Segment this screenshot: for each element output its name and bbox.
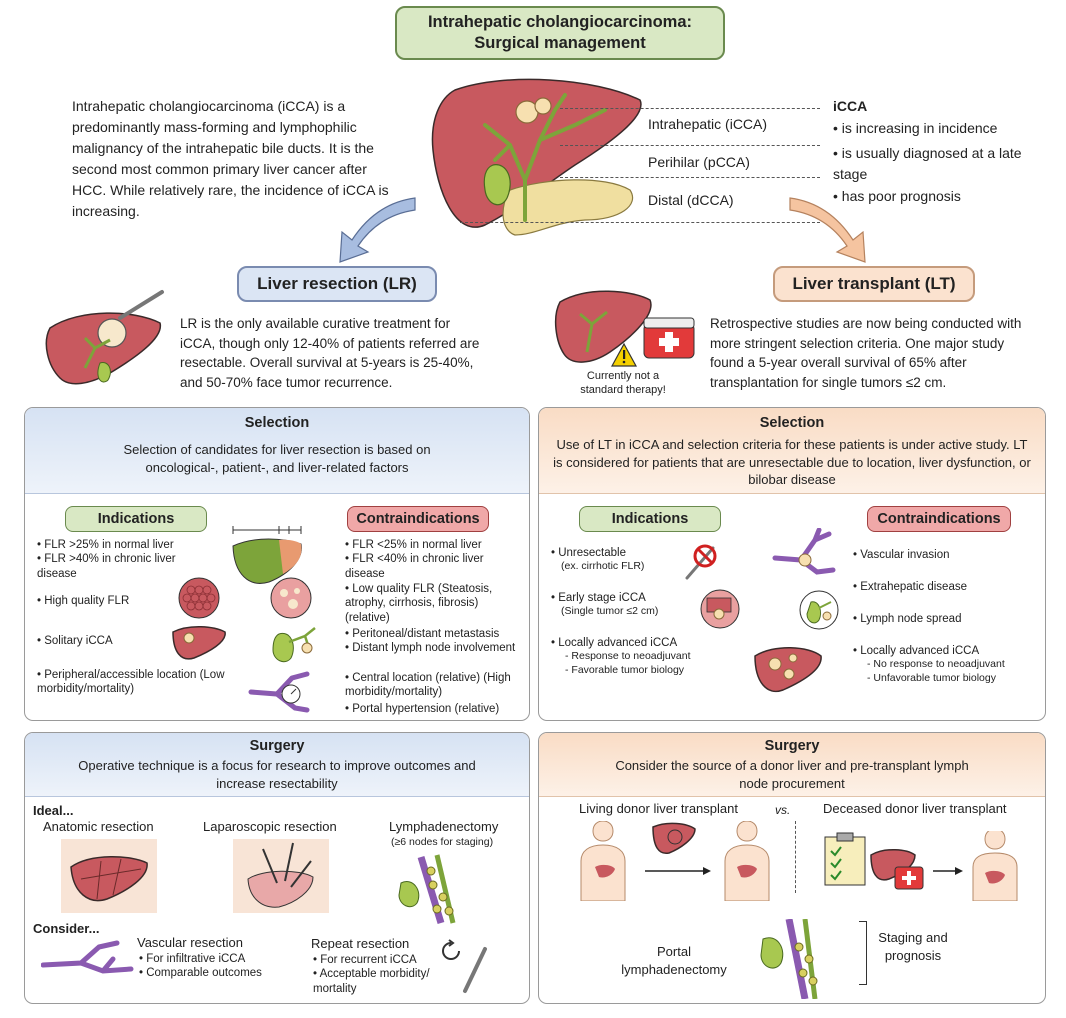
lt-selection-subtitle: Use of LT in iCCA and selection criteria… — [553, 437, 1031, 488]
lr-con-portal: • Portal hypertension (relative) — [345, 703, 500, 715]
vascular-resection-details: • For infiltrative iCCA • Comparable out… — [139, 953, 262, 980]
lr-selection-panel: Selection Selection of candidates for li… — [24, 407, 530, 721]
pancreas-shape — [502, 179, 633, 236]
early-tumor-icon — [700, 589, 740, 629]
lr-surgery-panel: Surgery Operative technique is a focus f… — [24, 732, 530, 1004]
lt-con-advanced: • Locally advanced iCCA - No response to… — [853, 645, 1005, 684]
lt-selection-title: Selection — [759, 415, 825, 431]
gallbladder-tumor-icon — [272, 627, 316, 663]
liver-transplant-label: Liver transplant (LT) — [773, 266, 975, 302]
lr-con-central: • Central location (relative) (High morb… — [345, 672, 511, 699]
living-donor-transplant-icon — [580, 821, 770, 901]
lr-con-metastasis: • Peritoneal/distant metastasis • Distan… — [345, 628, 516, 655]
fibrotic-tissue-icon — [270, 577, 312, 619]
lr-ind-location: • Peripheral/accessible location (Low mo… — [37, 669, 225, 696]
lr-contraindications-label: Contraindications — [347, 506, 489, 532]
lt-indications-label: Indications — [579, 506, 721, 532]
advanced-tumor-liver-icon — [754, 647, 822, 693]
lymphadenectomy-icon — [398, 854, 456, 925]
vascular-resection-label: Vascular resection — [137, 935, 243, 950]
region-distal: Distal (dCCA) — [648, 192, 734, 208]
lr-con-flr: • FLR <25% in normal liver • FLR <40% in… — [345, 539, 484, 580]
vessel-pressure-icon — [248, 671, 310, 713]
lt-con-vascular: • Vascular invasion — [853, 549, 950, 561]
healthy-tissue-icon — [178, 577, 220, 619]
region-intrahepatic: Intrahepatic (iCCA) — [648, 116, 768, 132]
arrow-to-lt-icon — [789, 197, 866, 263]
lymphadenectomy-sublabel: (≥6 nodes for staging) — [391, 836, 494, 848]
icca-fact: • is increasing in incidence — [833, 120, 998, 136]
repeat-cycle-icon — [442, 939, 460, 960]
vs-label: vs. — [775, 803, 791, 817]
portal-lymphadenectomy-label: Portal lymphadenectomy — [621, 944, 727, 977]
divider-line — [560, 177, 820, 178]
lr-con-quality: • Low quality FLR (Steatosis, atrophy, c… — [345, 583, 493, 624]
divider-line — [460, 222, 820, 223]
lr-surgery-title: Surgery — [249, 738, 305, 754]
anatomic-resection-icon — [61, 839, 157, 913]
arrow-to-lr-icon — [339, 197, 416, 263]
lr-description: LR is the only available curative treatm… — [180, 316, 480, 390]
extrahepatic-disease-icon — [799, 590, 839, 630]
lt-selection-panel: Selection Use of LT in iCCA and selectio… — [538, 407, 1046, 721]
divider-line — [560, 145, 820, 146]
icca-fact: • is usually diagnosed at a late stage — [833, 145, 1022, 182]
icca-facts-heading: iCCA — [833, 98, 868, 114]
lt-description: Retrospective studies are now being cond… — [710, 316, 1022, 390]
consider-label: Consider... — [33, 921, 100, 936]
deceased-donor-label: Deceased donor liver transplant — [823, 801, 1007, 816]
lt-liver-cooler-illustration — [554, 290, 695, 367]
lr-ind-quality: • High quality FLR — [37, 595, 130, 607]
laparoscopic-resection-icon — [233, 839, 329, 913]
lr-selection-subtitle: Selection of candidates for liver resect… — [123, 442, 431, 475]
lt-surgery-title: Surgery — [764, 738, 820, 754]
staging-prognosis-label: Staging and prognosis — [878, 930, 948, 964]
region-perihilar: Perihilar (pCCA) — [648, 154, 750, 170]
repeat-resection-label: Repeat resection — [311, 936, 410, 951]
intro-text: Intrahepatic cholangiocarcinoma (iCCA) i… — [72, 98, 389, 219]
flr-volume-icon — [232, 526, 302, 584]
repeat-resection-details: • For recurrent iCCA • Acceptable morbid… — [313, 954, 430, 995]
divider-line — [560, 108, 820, 109]
lt-con-extrahepatic: • Extrahepatic disease — [853, 581, 967, 593]
portal-lymphadenectomy-icon — [760, 919, 818, 999]
lr-liver-scalpel-illustration — [45, 290, 164, 385]
bile-duct-tree — [483, 93, 607, 222]
deceased-donor-transplant-icon — [824, 831, 1018, 901]
main-title: Intrahepatic cholangiocarcinoma:Surgical… — [395, 6, 725, 60]
anatomic-label: Anatomic resection — [43, 819, 154, 834]
lt-ind-unresectable: • Unresectable (ex. cirrhotic FLR) — [551, 547, 645, 573]
liver-biliary-illustration — [431, 78, 642, 236]
lymphadenectomy-label: Lymphadenectomy — [389, 819, 499, 834]
lt-surgery-panel: Surgery Consider the source of a donor l… — [538, 732, 1046, 1004]
scalpel-icon — [463, 947, 487, 993]
lr-surgery-subtitle: Operative technique is a focus for resea… — [78, 758, 476, 791]
lr-selection-title: Selection — [244, 415, 310, 431]
vascular-invasion-icon — [772, 528, 836, 575]
gallbladder-shape — [483, 164, 511, 206]
laparoscopic-label: Laparoscopic resection — [203, 819, 337, 834]
lt-con-lymph: • Lymph node spread — [853, 613, 962, 625]
vascular-resection-icon — [41, 940, 134, 974]
vertical-divider — [795, 821, 796, 893]
no-scalpel-icon — [685, 544, 717, 580]
lr-ind-solitary: • Solitary iCCA — [37, 635, 113, 647]
lt-ind-early: • Early stage iCCA (Single tumor ≤2 cm) — [551, 592, 659, 618]
icca-fact: • has poor prognosis — [833, 188, 961, 204]
lr-indications-label: Indications — [65, 506, 207, 532]
lt-warning-text: Currently not a standard therapy! — [580, 370, 666, 396]
ideal-label: Ideal... — [33, 803, 74, 818]
living-donor-label: Living donor liver transplant — [579, 801, 738, 816]
lt-surgery-subtitle: Consider the source of a donor liver and… — [615, 758, 969, 791]
lt-ind-advanced: • Locally advanced iCCA - Response to ne… — [551, 637, 691, 676]
lr-ind-flr: • FLR >25% in normal liver • FLR >40% in… — [37, 539, 176, 580]
liver-resection-label: Liver resection (LR) — [237, 266, 437, 302]
solitary-tumor-liver-icon — [172, 626, 226, 660]
lt-contraindications-label: Contraindications — [867, 506, 1011, 532]
staging-bracket — [859, 921, 867, 985]
